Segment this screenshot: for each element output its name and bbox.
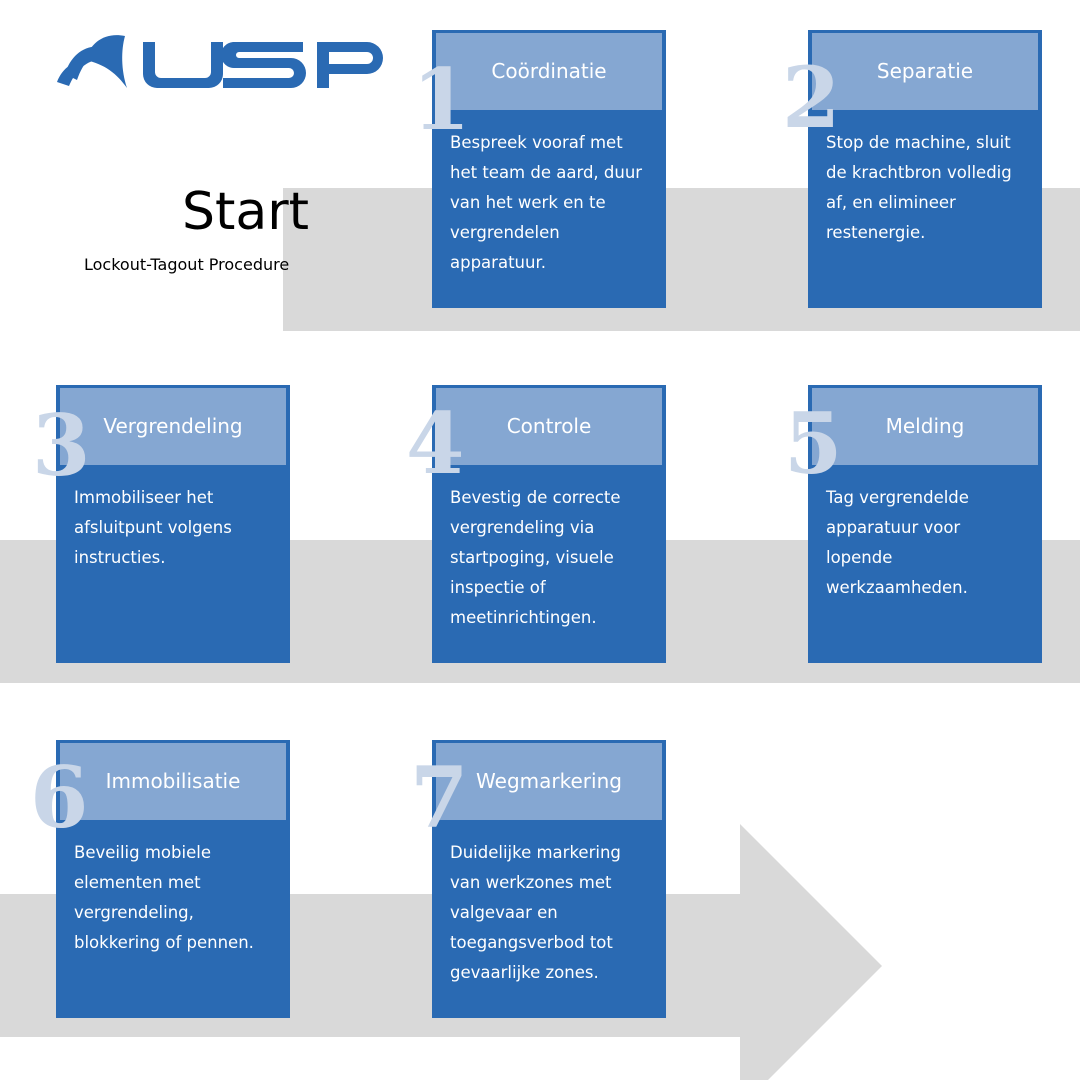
step-text: Tag vergrendelde apparatuur voor lopende… — [826, 488, 969, 597]
step-text: Beveilig mobiele elementen met vergrende… — [74, 843, 254, 952]
step-card-5: Melding Tag vergrendelde apparatuur voor… — [808, 385, 1042, 663]
step-title: Controle — [436, 388, 662, 465]
step-text: Immobiliseer het afsluitpunt volgens ins… — [74, 488, 232, 567]
step-number-4: 4 — [406, 394, 465, 493]
step-card-7: Wegmarkering Duidelijke markering van we… — [432, 740, 666, 1018]
step-card-2: Separatie Stop de machine, sluit de krac… — [808, 30, 1042, 308]
step-text: Duidelijke markering van werkzones met v… — [450, 843, 621, 982]
wings-icon — [57, 35, 127, 88]
step-number-5: 5 — [784, 394, 843, 493]
usp-logo — [57, 35, 383, 88]
step-card-4: Controle Bevestig de correcte vergrendel… — [432, 385, 666, 663]
step-card-3: Vergrendeling Immobiliseer het afsluitpu… — [56, 385, 290, 663]
step-number-1: 1 — [412, 50, 471, 149]
intro-subtitle: Lockout-Tagout Procedure — [84, 255, 290, 274]
step-number-3: 3 — [32, 396, 91, 495]
step-number-6: 6 — [30, 748, 89, 847]
step-text: Bevestig de correcte vergrendeling via s… — [450, 488, 621, 627]
step-card-1: Coördinatie Bespreek vooraf met het team… — [432, 30, 666, 308]
step-title: Coördinatie — [436, 33, 662, 110]
intro-title: Start — [182, 182, 310, 242]
step-text: Bespreek vooraf met het team de aard, du… — [450, 133, 643, 272]
step-text: Stop de machine, sluit de krachtbron vol… — [826, 133, 1012, 242]
step-number-2: 2 — [782, 48, 841, 147]
step-title: Melding — [812, 388, 1038, 465]
step-title: Immobilisatie — [60, 743, 286, 820]
step-title: Separatie — [812, 33, 1038, 110]
step-number-7: 7 — [410, 748, 469, 847]
step-card-6: Immobilisatie Beveilig mobiele elementen… — [56, 740, 290, 1018]
step-title: Vergrendeling — [60, 388, 286, 465]
step-title: Wegmarkering — [436, 743, 662, 820]
usp-wordmark — [143, 42, 383, 88]
